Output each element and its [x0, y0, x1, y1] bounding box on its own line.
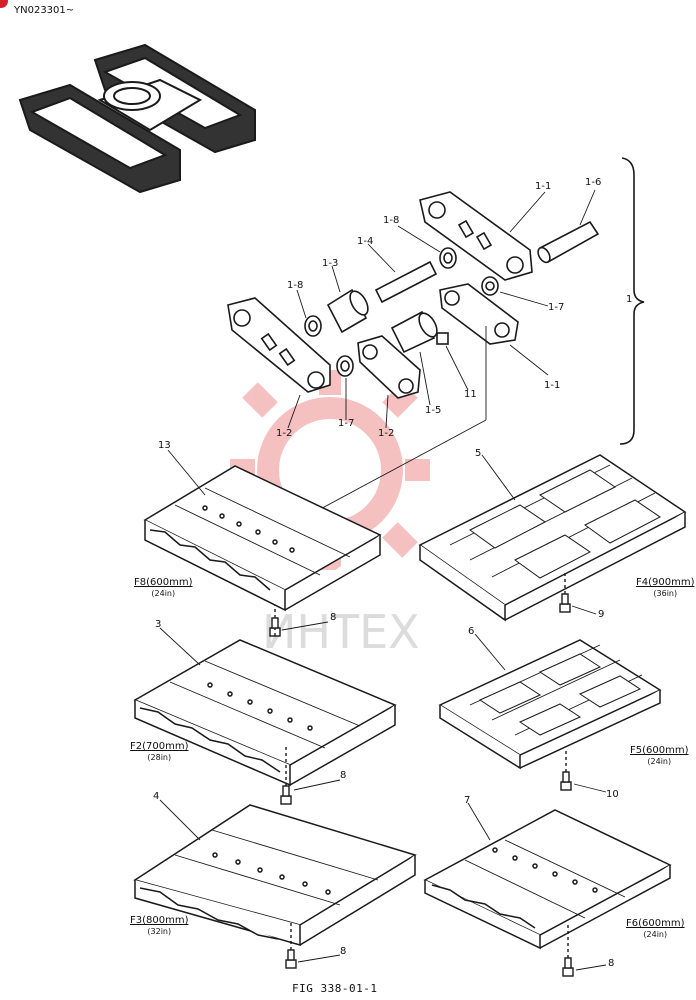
- label-4: 4: [153, 791, 160, 802]
- corner-marker: [0, 0, 8, 8]
- shoe-6-f5: [438, 639, 662, 770]
- link-1-1-lower: [439, 283, 519, 345]
- code-f3-size: (32in): [147, 927, 172, 936]
- bolt-10: [560, 748, 572, 791]
- label-9: 9: [598, 609, 605, 620]
- seal-1-7-right: [481, 276, 499, 296]
- link-1-2-left: [227, 297, 331, 393]
- label-13: 13: [158, 440, 171, 451]
- label-1-1-lower: 1-1: [544, 380, 561, 391]
- label-1-2-left: 1-2: [276, 428, 293, 439]
- bolt-8-middle: [280, 745, 292, 805]
- label-5: 5: [475, 448, 482, 459]
- code-f6-main: F6(600mm): [626, 918, 685, 929]
- label-1-6: 1-6: [585, 177, 602, 188]
- seal-1-8-upper: [439, 247, 457, 269]
- shoe-4-f3: [133, 804, 417, 946]
- serial-range: YN023301~: [14, 5, 75, 16]
- label-1-5: 1-5: [425, 405, 442, 416]
- label-8-lower: 8: [340, 946, 347, 957]
- shoe-7-f6: [423, 809, 672, 950]
- bolt-8-upper: [269, 605, 281, 637]
- label-7: 7: [464, 795, 471, 806]
- code-f4: F4(900mm) (36in): [636, 577, 695, 599]
- track-assembly-icon: [18, 43, 256, 194]
- code-f3: F3(800mm) (32in): [130, 915, 189, 937]
- label-11: 11: [464, 389, 477, 400]
- code-f6: F6(600mm) (24in): [626, 918, 685, 940]
- label-1-1-upper: 1-1: [535, 181, 552, 192]
- code-f8-size: (24in): [151, 589, 176, 598]
- link-1-2-right: [357, 335, 421, 399]
- code-f8: F8(600mm) (24in): [134, 577, 193, 599]
- assembly-bracket: [619, 157, 645, 445]
- label-8-middle: 8: [340, 770, 347, 781]
- label-8-right: 8: [608, 958, 615, 969]
- bolt-8-right: [562, 925, 574, 977]
- shoe-13-f8: [143, 465, 382, 612]
- label-1-8-lower: 1-8: [287, 280, 304, 291]
- bushing-1-5: [390, 310, 438, 354]
- label-1-2-right: 1-2: [378, 428, 395, 439]
- bushing-1-3: [326, 288, 369, 334]
- code-f8-main: F8(600mm): [134, 577, 193, 588]
- label-1-8-upper: 1-8: [383, 215, 400, 226]
- pin-1-6: [537, 220, 600, 264]
- link-1-1-upper: [419, 191, 533, 281]
- label-6: 6: [468, 626, 475, 637]
- code-f2-main: F2(700mm): [130, 741, 189, 752]
- code-f5-main: F5(600mm): [630, 745, 689, 756]
- label-1-7-lower: 1-7: [338, 418, 355, 429]
- label-3: 3: [155, 619, 162, 630]
- code-f2: F2(700mm) (28in): [130, 741, 189, 763]
- seal-1-8-lower: [304, 315, 322, 337]
- label-1-4: 1-4: [357, 236, 374, 247]
- label-1-3: 1-3: [322, 258, 339, 269]
- code-f4-main: F4(900mm): [636, 577, 695, 588]
- code-f5: F5(600mm) (24in): [630, 745, 689, 767]
- leader-lines-lower: [159, 449, 607, 971]
- shoe-5-f4: [418, 454, 687, 622]
- shoe-3-f2: [133, 639, 397, 787]
- figure-caption: FIG 338-01-1: [292, 982, 378, 995]
- label-10: 10: [606, 789, 619, 800]
- seal-1-7-lower: [336, 355, 354, 377]
- code-f2-size: (28in): [147, 753, 172, 762]
- label-8-upper: 8: [330, 612, 337, 623]
- label-assembly-1: 1: [626, 294, 633, 305]
- watermark-text: ИНТЕХ: [262, 605, 420, 659]
- code-f4-size: (36in): [653, 589, 678, 598]
- nut-11: [436, 332, 449, 345]
- bolt-9: [559, 570, 571, 613]
- code-f6-size: (24in): [643, 930, 668, 939]
- pin-1-4: [374, 260, 438, 304]
- code-f3-main: F3(800mm): [130, 915, 189, 926]
- code-f5-size: (24in): [647, 757, 672, 766]
- leader-lines: [287, 189, 596, 521]
- label-1-7-right: 1-7: [548, 302, 565, 313]
- bolt-8-lower: [285, 920, 297, 969]
